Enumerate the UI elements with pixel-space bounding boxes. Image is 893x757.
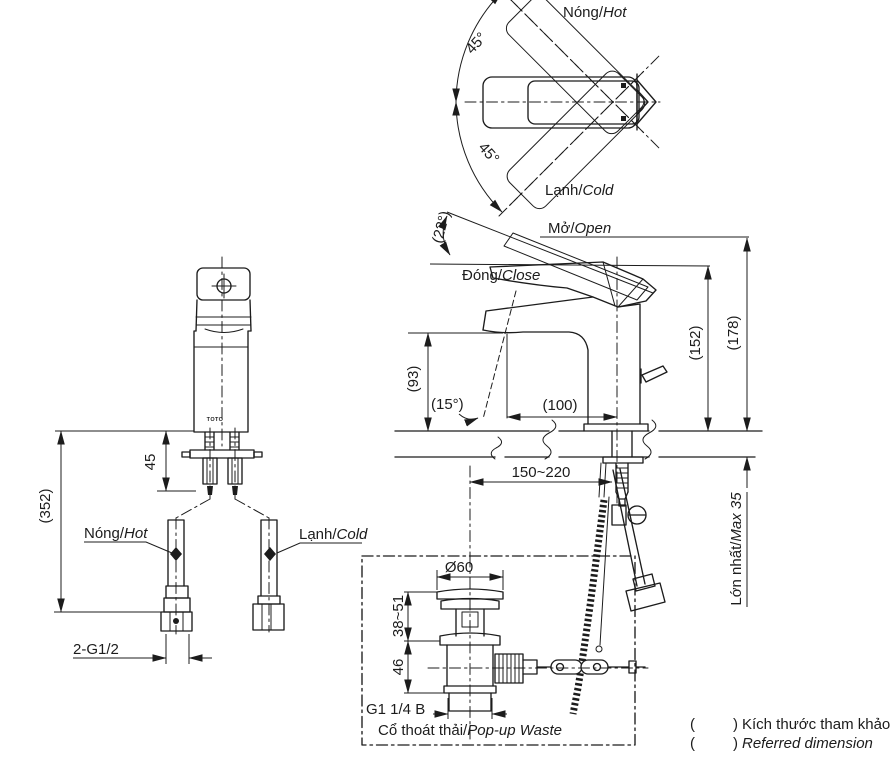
flexible-rod [569, 499, 608, 715]
break-mark-small [490, 436, 502, 460]
dim-100: (100) [506, 397, 618, 421]
toto-logo: TOTO [207, 417, 224, 423]
top-view-centerline-diag-down [510, 0, 661, 150]
body-height-label: (152) [687, 325, 704, 360]
arc-45-upper [452, 0, 503, 103]
dim-max-35: Lớn nhất/Max 35 [728, 456, 751, 607]
body-depth-label: 46 [390, 659, 407, 676]
hot-leader: Nóng/Hot [84, 525, 182, 561]
front-view: TOTO [37, 256, 368, 664]
note-line2-close-paren: ) [733, 735, 738, 752]
break-mark-left [542, 419, 557, 460]
open-reference-line [446, 211, 654, 294]
hot-supply-hose [160, 519, 193, 632]
top-view: Nóng/Hot Lạnh/Cold 45° 45° [452, 0, 661, 217]
front-hot-label: Nóng/Hot [84, 525, 148, 542]
supply-thread-label: 2-G1/2 [73, 641, 119, 658]
front-cold-label: Lạnh/Cold [299, 526, 368, 543]
total-height-label: (178) [725, 315, 742, 350]
dim-g114b: G1 1/4 B [366, 698, 507, 719]
angle-45-top-label: 45° [462, 29, 490, 57]
note-line2-text: Referred dimension [742, 735, 873, 752]
lift-rod-clamp [611, 504, 647, 526]
popup-waste-caption: Cổ thoát thải/Pop-up Waste [378, 722, 562, 739]
dim-2-g12: 2-G1/2 [73, 634, 212, 664]
spout-height-label: (93) [405, 366, 422, 393]
detail-box [361, 555, 636, 746]
open-label: Mở/Open [548, 220, 611, 237]
deck-max-label: Lớn nhất/Max 35 [728, 492, 745, 606]
drain-distance-label: 150~220 [512, 464, 571, 481]
top-hot-label: Nóng/Hot [563, 4, 627, 21]
break-mark-right [642, 419, 657, 460]
drain-thread-label: G1 1/4 B [366, 701, 425, 718]
top-cold-label: Lạnh/Cold [545, 182, 614, 199]
cold-leader: Lạnh/Cold [264, 526, 368, 561]
under-counter-shank [598, 430, 644, 507]
side-view: Mở/Open Đóng/Close (22°) (15°) (93) (100… [394, 209, 763, 715]
counter-lines [394, 419, 763, 460]
dim-150-220: 150~220 [469, 464, 613, 557]
top-view-centerline-diag-up [498, 54, 661, 217]
waste-body [436, 588, 538, 712]
dim-93: (93) [405, 332, 503, 432]
spout-reach-label: (100) [542, 397, 577, 414]
front-body: TOTO [193, 256, 252, 447]
dim-178: (178) [725, 237, 751, 432]
horizontal-linkage-rod [536, 659, 646, 675]
angle-45-bottom-label: 45° [475, 139, 503, 167]
dim-45: 45 [55, 430, 196, 492]
front-handle-cap [196, 267, 251, 301]
cold-supply-hose [252, 519, 285, 631]
outlet-angle: (15°) [431, 290, 517, 427]
pivot-rod-and-weight [595, 468, 666, 653]
front-shanks [181, 431, 263, 495]
install-range-label: 38~51 [390, 595, 407, 637]
note-line1-open-paren: ( [690, 716, 695, 733]
arc-22deg [437, 215, 451, 256]
popup-waste-detail: Ø60 38~51 46 G1 1/4 B Cổ thoát thải/Pop-… [361, 555, 649, 746]
note-line2-open-paren: ( [690, 735, 695, 752]
front-centerlines [175, 427, 270, 635]
reference-note: ( ) Kích thước tham khảo ( ) Referred di… [690, 716, 890, 752]
dim-152: (152) [687, 265, 712, 432]
outlet-angle-label: (15°) [431, 396, 464, 413]
close-reference-line [429, 263, 711, 267]
close-label: Đóng/Close [462, 267, 540, 284]
note-line1-text: Kích thước tham khảo [742, 716, 890, 733]
handle-angle-label: (22°) [429, 209, 454, 245]
dim-d60: Ø60 [436, 559, 504, 590]
dim-352: (352) [37, 430, 163, 613]
handle-open-outline [503, 232, 649, 301]
flange-dia-label: Ø60 [445, 559, 473, 576]
hose-length-label: (352) [37, 488, 54, 523]
popup-lift-knob [640, 365, 668, 384]
shank-length-label: 45 [142, 454, 159, 471]
dim-38-51: 38~51 [390, 591, 440, 642]
dim-46: 46 [390, 640, 444, 694]
note-line1-close-paren: ) [733, 716, 738, 733]
arc-45-lower [452, 101, 503, 213]
